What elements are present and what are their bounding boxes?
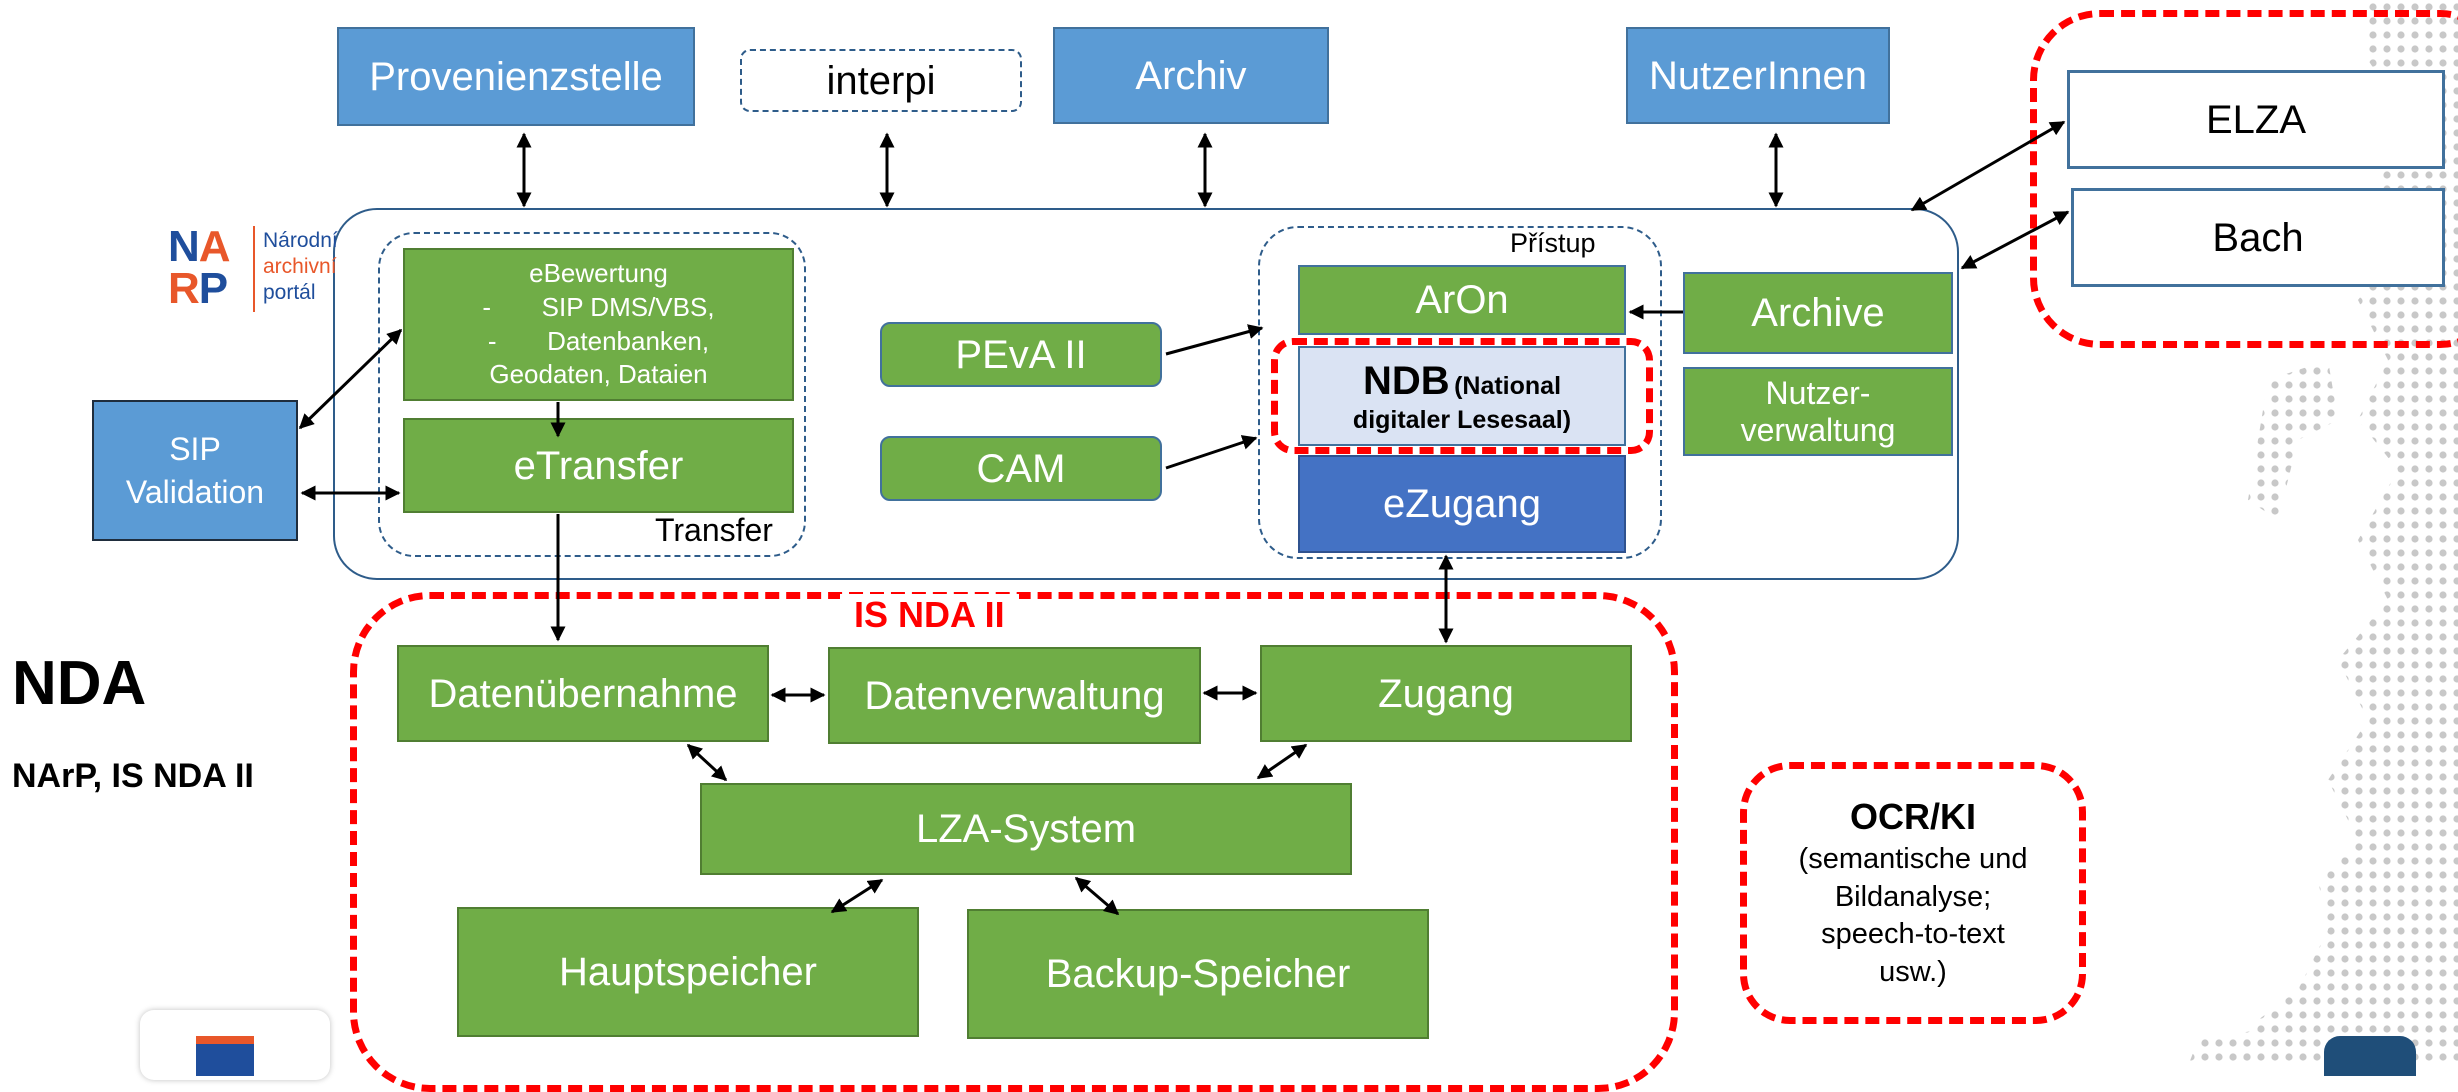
nda-title: NDA [12,649,147,718]
ndb-box[interactable]: NDB (National digitaler Lesesaal) [1298,346,1626,446]
ezugang-label: eZugang [1383,482,1541,526]
ebewertung-item-2: - Datenbanken, [487,325,710,356]
ocr-ki-line4: usw.) [1879,956,1947,989]
arrow-lza-backup [1074,876,1120,916]
narp-logo-text: Národní archivní portál [263,228,338,306]
archive-box[interactable]: Archive [1683,272,1953,354]
ebewertung-item-3: Geodaten, Dataien [489,359,708,390]
datenuebernahme-label: Datenübernahme [428,671,738,716]
ocr-ki-box[interactable]: OCR/KI (semantische und Bildanalyse; spe… [1740,762,2086,1024]
archiv-box[interactable]: Archiv [1053,27,1329,124]
arrow-elza [1910,120,2066,212]
aron-box[interactable]: ArOn [1298,265,1626,335]
datenuebernahme-box[interactable]: Datenübernahme [397,645,769,742]
sip-validation-line1: SIP [169,430,221,467]
narp-line-3: portál [263,281,316,304]
elza-label: ELZA [2205,97,2307,142]
elza-box[interactable]: ELZA [2067,70,2445,169]
nutzerverwaltung-box[interactable]: Nutzer- verwaltung [1683,367,1953,456]
sip-validation-box[interactable]: SIP Validation [92,400,298,541]
arrow-zugang-lza [1256,743,1308,780]
ebewertung-item-1: - SIP DMS/VBS, [482,291,715,322]
peva-box[interactable]: PEvA II [880,322,1162,387]
aron-label: ArOn [1415,278,1509,322]
provenienzstelle-box[interactable]: Provenienzstelle [337,27,695,126]
bach-label: Bach [2212,215,2304,260]
ezugang-box[interactable]: eZugang [1298,455,1626,553]
ebewertung-box[interactable]: eBewertung - SIP DMS/VBS, - Datenbanken,… [403,248,794,401]
nutzerverwaltung-line2: verwaltung [1740,411,1896,448]
nda-subtitle: NArP, IS NDA II [12,757,254,795]
ndb-line-1: NDB (National [1363,357,1561,405]
narp-logo: NA RP Národní archivní portál [168,224,348,316]
lza-system-box[interactable]: LZA-System [700,783,1352,875]
hauptspeicher-box[interactable]: Hauptspeicher [457,907,919,1037]
nutzerinnen-box[interactable]: NutzerInnen [1626,27,1890,124]
arrow-datenuebernahme-lza [686,743,728,782]
narp-line-2: archivní [263,255,337,278]
pristup-group-label: Přístup [1510,228,1596,258]
ocr-ki-line3: speech-to-text [1821,918,2005,951]
peva-label: PEvA II [955,332,1087,377]
arrow-lza-hauptspeicher [830,878,884,914]
arrow-peva-aron [1165,324,1264,356]
interpi-box[interactable]: interpi [740,49,1022,112]
ocr-ki-line1: (semantische und [1798,843,2028,876]
nutzerinnen-label: NutzerInnen [1649,53,1867,98]
provenienzstelle-label: Provenienzstelle [369,54,663,99]
narp-logo-mark: NA RP [168,222,231,313]
datenverwaltung-box[interactable]: Datenverwaltung [828,647,1201,744]
etransfer-label: eTransfer [513,443,684,488]
arrow-bach [1960,210,2070,270]
arrow-sip-ebewertung [298,328,403,430]
arrow-cam-ezugang [1165,435,1258,470]
sip-validation-line2: Validation [125,473,265,510]
zugang-label: Zugang [1378,671,1514,716]
ndb-sub2: digitaler Lesesaal) [1352,406,1572,434]
backup-speicher-box[interactable]: Backup-Speicher [967,909,1429,1039]
backup-speicher-label: Backup-Speicher [1045,952,1351,996]
archive-label: Archive [1751,291,1885,335]
ndb-highlight [1271,338,1653,454]
cam-box[interactable]: CAM [880,436,1162,501]
bach-box[interactable]: Bach [2071,188,2445,287]
ocr-ki-line2: Bildanalyse; [1834,880,1992,913]
zugang-box[interactable]: Zugang [1260,645,1632,742]
interpi-label: interpi [826,58,936,103]
transfer-group-label: Transfer [655,512,773,548]
cam-label: CAM [976,446,1066,491]
archiv-label: Archiv [1135,53,1247,98]
hauptspeicher-label: Hauptspeicher [559,950,817,994]
datenverwaltung-label: Datenverwaltung [864,673,1165,718]
pristup-group [1258,226,1662,559]
ndb-sub1: (National [1454,372,1562,400]
lza-system-label: LZA-System [915,807,1137,851]
etransfer-box[interactable]: eTransfer [403,418,794,513]
is-nda-label: IS NDA II [840,594,1019,636]
ndb-main: NDB [1362,359,1450,403]
ebewertung-title: eBewertung [529,257,668,288]
narp-line-1: Národní [263,229,338,252]
nutzerverwaltung-line1: Nutzer- [1765,374,1871,411]
connector-arrows [298,120,2070,916]
ocr-ki-title: OCR/KI [1850,796,1976,838]
